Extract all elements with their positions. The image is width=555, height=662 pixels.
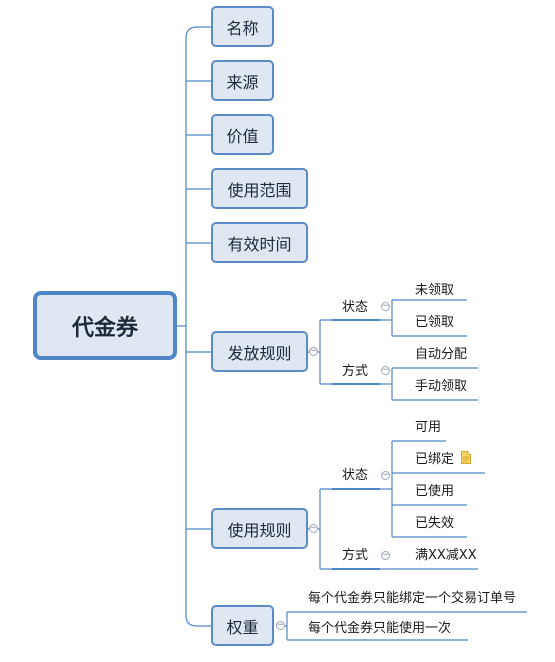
topic-label: 使用规则 bbox=[227, 520, 292, 540]
leaf-weight-rule-1[interactable]: 每个代金券只能绑定一个交易订单号 bbox=[308, 591, 517, 606]
root-label: 代金券 bbox=[71, 315, 138, 341]
leaf-expired[interactable]: 已失效 bbox=[415, 516, 455, 531]
topic-label: 名称 bbox=[226, 18, 259, 38]
sub-topic-method[interactable]: 方式 bbox=[342, 364, 369, 379]
topic-label: 有效时间 bbox=[227, 234, 292, 254]
leaf-unclaimed[interactable]: 未领取 bbox=[415, 283, 455, 298]
topic-name[interactable]: 名称 bbox=[211, 6, 274, 47]
topic-label: 权重 bbox=[226, 617, 259, 637]
topic-label: 价值 bbox=[226, 126, 259, 146]
leaf-discount[interactable]: 满XX减XX bbox=[415, 548, 477, 563]
topic-label: 来源 bbox=[226, 72, 259, 92]
sub-topic-status[interactable]: 状态 bbox=[342, 300, 369, 315]
collapse-toggle-icon[interactable]: − bbox=[276, 620, 285, 630]
topic-weight[interactable]: 权重 bbox=[211, 605, 274, 646]
leaf-available[interactable]: 可用 bbox=[415, 420, 442, 435]
leaf-auto-assign[interactable]: 自动分配 bbox=[415, 347, 468, 362]
leaf-weight-rule-2[interactable]: 每个代金券只能使用一次 bbox=[308, 621, 452, 636]
collapse-toggle-icon[interactable]: − bbox=[309, 346, 318, 356]
collapse-toggle-icon[interactable]: − bbox=[381, 301, 390, 311]
topic-scope[interactable]: 使用范围 bbox=[211, 168, 308, 209]
topic-label: 使用范围 bbox=[227, 180, 292, 200]
collapse-toggle-icon[interactable]: − bbox=[381, 470, 390, 480]
topic-validity[interactable]: 有效时间 bbox=[211, 222, 308, 263]
leaf-used[interactable]: 已使用 bbox=[415, 484, 455, 499]
collapse-toggle-icon[interactable]: − bbox=[309, 523, 318, 533]
topic-value[interactable]: 价值 bbox=[211, 114, 274, 155]
note-icon[interactable] bbox=[461, 451, 471, 464]
leaf-claimed[interactable]: 已领取 bbox=[415, 315, 455, 330]
collapse-toggle-icon[interactable]: − bbox=[381, 550, 390, 560]
leaf-bound[interactable]: 已绑定 bbox=[415, 452, 455, 467]
topic-usage-rules[interactable]: 使用规则 bbox=[211, 508, 308, 549]
root-node[interactable]: 代金券 bbox=[33, 291, 177, 360]
topic-label: 发放规则 bbox=[227, 343, 292, 363]
topic-issue-rules[interactable]: 发放规则 bbox=[211, 331, 308, 372]
sub-topic-method[interactable]: 方式 bbox=[342, 548, 369, 563]
leaf-manual-claim[interactable]: 手动领取 bbox=[415, 379, 468, 394]
topic-source[interactable]: 来源 bbox=[211, 60, 274, 101]
sub-topic-status[interactable]: 状态 bbox=[342, 468, 369, 483]
collapse-toggle-icon[interactable]: − bbox=[381, 365, 390, 375]
